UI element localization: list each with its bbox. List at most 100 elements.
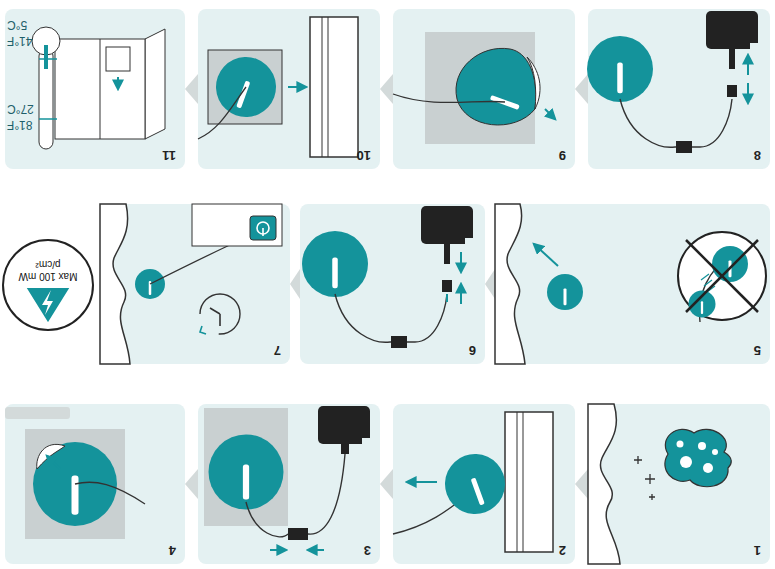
warning-text: Max 100 mW p/cm² [16, 259, 80, 282]
connect-cable-figure [204, 408, 288, 526]
step-number: 2 [559, 544, 566, 557]
switch-on-figure [200, 294, 240, 334]
panel-grounds [393, 9, 575, 169]
step-panel: 8 [588, 9, 770, 169]
remove-from-liner-figure [523, 412, 524, 552]
peel-backing-figure [37, 444, 65, 469]
clean-skin-figure [588, 404, 620, 564]
connect-pad-figure [391, 336, 407, 348]
clean-skin-figure [680, 456, 692, 468]
step-panel: 1 [588, 404, 770, 564]
disconnect-figure [587, 11, 764, 153]
clean-skin-figure [703, 463, 713, 473]
warning-symbol [25, 287, 71, 324]
clean-skin-figure [665, 429, 731, 486]
connect-pad-figure [444, 244, 450, 264]
step-chevrons [380, 74, 393, 104]
step-number: 7 [274, 344, 281, 357]
apply-to-skin-figure [495, 204, 525, 364]
panel-grounds [393, 404, 575, 564]
connect-cable-figure [204, 406, 376, 550]
disconnect-figure [587, 36, 653, 102]
step-panel: 10 [198, 9, 380, 169]
clean-skin-figure [649, 494, 655, 500]
storage-figure [100, 39, 101, 139]
clean-skin-figure [698, 442, 706, 450]
step-panel: 2 [393, 404, 575, 564]
step-number: 9 [559, 149, 566, 162]
temperature-label: 27°C [7, 103, 51, 115]
connect-pad-figure [442, 280, 452, 292]
switch-on-figure [100, 204, 282, 364]
peel-backing-figure [47, 456, 60, 469]
panel-grounds [495, 204, 770, 364]
apply-to-skin-figure [534, 244, 558, 266]
connect-pad-figure [460, 284, 462, 304]
disconnect-figure [729, 49, 735, 69]
connect-cable-figure [209, 435, 284, 510]
apply-to-skin-figure [678, 232, 766, 320]
connect-cable-figure [298, 528, 308, 540]
temperature-label: 5°C [7, 19, 51, 31]
apply-to-skin-figure [547, 274, 583, 310]
connect-pad-figure [460, 252, 462, 272]
step-panel: 11 [5, 9, 185, 169]
peel-off-figure [456, 48, 536, 125]
connect-cable-figure [270, 549, 286, 551]
panel-grounds [5, 9, 770, 564]
step-number: 1 [754, 544, 761, 557]
connect-pad-figure [446, 294, 448, 302]
step-chevrons [185, 469, 198, 499]
panel-grounds [300, 204, 485, 364]
clean-skin-figure [634, 456, 655, 500]
step-panel: 3 [198, 404, 380, 564]
step-number: 4 [169, 544, 176, 557]
switch-on-figure [200, 326, 206, 334]
step-number: 11 [162, 149, 176, 162]
peel-off-figure [527, 57, 540, 109]
remove-from-liner-figure [407, 481, 437, 483]
connect-pad-figure [302, 231, 368, 297]
storage-figure [32, 27, 165, 149]
apply-to-skin-figure [712, 246, 748, 282]
temperature-label: 41°F [7, 35, 51, 47]
peel-backing-figure [75, 482, 145, 504]
apply-to-skin-figure [686, 240, 758, 312]
panel-grounds [5, 404, 185, 564]
panel-grounds [588, 9, 770, 169]
remove-from-liner-figure [505, 412, 553, 552]
step-number: 8 [754, 149, 761, 162]
step-panel: 7 [100, 204, 290, 364]
connect-cable-figure [246, 454, 345, 537]
warning-symbol [3, 240, 93, 330]
return-to-liner-figure [198, 17, 358, 157]
apply-to-skin-figure [495, 204, 766, 364]
return-to-liner-figure [322, 17, 323, 157]
step-panel: 4 [5, 404, 185, 564]
clean-skin-figure [634, 456, 642, 464]
panel-grounds [588, 404, 770, 564]
panel-grounds [100, 204, 290, 364]
remove-from-liner-figure [517, 412, 518, 552]
disconnect-figure [747, 55, 749, 75]
storage-figure [145, 29, 165, 139]
step-chevrons [485, 269, 495, 299]
remove-from-liner-figure [393, 412, 553, 552]
return-to-liner-figure [288, 86, 306, 88]
storage-figure [106, 47, 130, 71]
peel-off-figure [393, 32, 555, 144]
storage-figure [39, 118, 57, 120]
peel-off-figure [425, 32, 535, 144]
step-panel: 5 [495, 204, 770, 364]
peel-backing-figure [25, 429, 145, 539]
storage-figure [55, 39, 145, 139]
clean-skin-figure [588, 404, 731, 564]
panel-grounds [198, 404, 380, 564]
disconnect-figure [727, 85, 737, 97]
step-chevrons [575, 74, 588, 104]
temperature-label: 81°F [7, 119, 51, 131]
switch-on-figure [262, 228, 264, 236]
step-chevrons [575, 469, 588, 499]
